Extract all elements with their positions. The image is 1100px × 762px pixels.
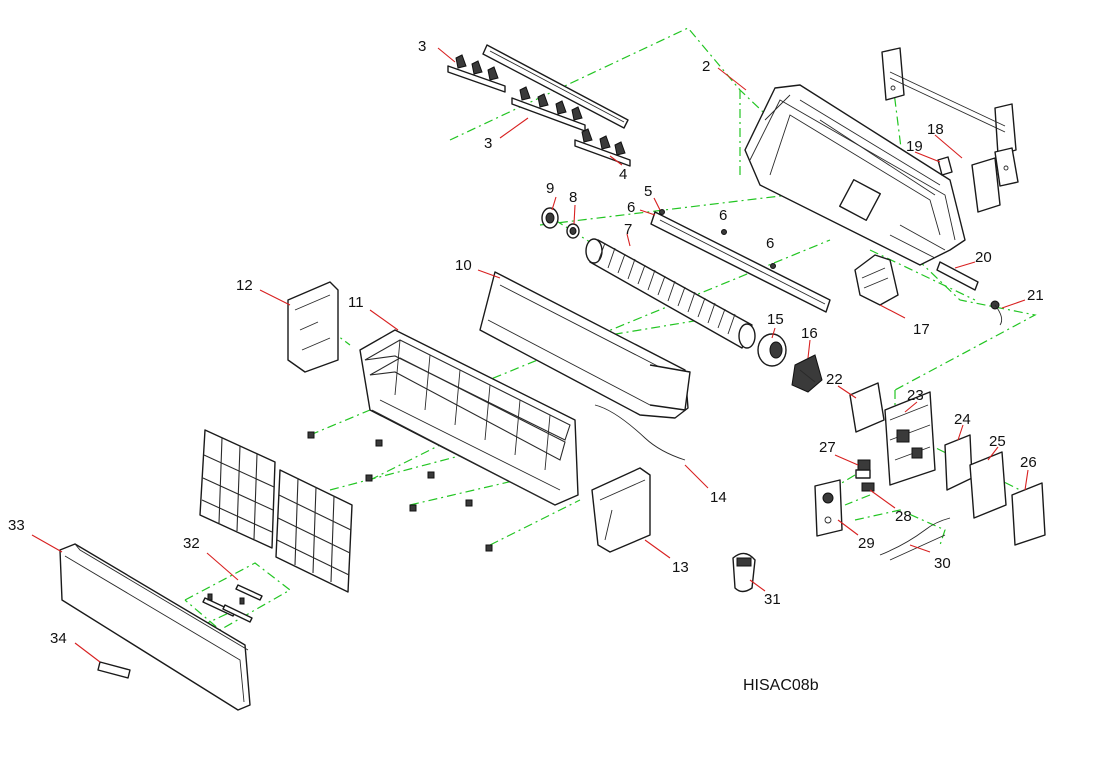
part-sensor-21 (990, 300, 1003, 326)
callout-9: 9 (546, 180, 554, 197)
leader-lines (31, 47, 1029, 663)
part-bearing-9 (541, 207, 559, 229)
callout-13: 13 (672, 559, 689, 576)
callout-22: 22 (826, 371, 843, 388)
part-wire-30 (879, 517, 951, 561)
callout-34: 34 (50, 630, 67, 647)
diagram-code: HISAC08b (743, 677, 819, 694)
part-pipe-20 (936, 261, 979, 291)
callout-27: 27 (819, 439, 836, 456)
part-pcb-24 (944, 434, 973, 491)
callout-21: 21 (1027, 287, 1044, 304)
callout-31: 31 (764, 591, 781, 608)
callout-3-bottom: 3 (484, 135, 492, 152)
part-bracket-19 (937, 156, 953, 176)
part-front-panel (59, 543, 251, 711)
callout-32: 32 (183, 535, 200, 552)
callout-4: 4 (619, 166, 627, 183)
callout-26: 26 (1020, 454, 1037, 471)
part-electric-box-23 (884, 391, 936, 486)
part-side-bracket (854, 254, 899, 306)
part-drain-pan (479, 271, 691, 419)
part-fan-motor (757, 333, 787, 367)
part-left-side-cover (287, 281, 339, 373)
part-right-side-cover (591, 467, 651, 553)
part-air-filter-left (199, 429, 276, 549)
part-chassis (744, 84, 966, 266)
part-clip-28 (861, 482, 875, 492)
callout-7: 7 (624, 221, 632, 238)
part-louver-assembly (447, 44, 631, 167)
part-electric-box-cover-22 (849, 382, 885, 433)
part-front-frame (359, 329, 579, 506)
callout-17: 17 (913, 321, 930, 338)
callout-15: 15 (767, 311, 784, 328)
callout-19: 19 (906, 138, 923, 155)
part-bracket-18 (971, 157, 1001, 213)
part-terminal-27 (855, 459, 871, 479)
callout-29: 29 (858, 535, 875, 552)
part-small-louvers (202, 584, 263, 623)
callout-33: 33 (8, 517, 25, 534)
part-cable (594, 404, 686, 461)
screws (307, 431, 493, 552)
part-evaporator-bar (650, 209, 831, 313)
callout-6-b: 6 (719, 207, 727, 224)
callout-10: 10 (455, 257, 472, 274)
part-cross-flow-fan (585, 238, 756, 349)
part-bearing-8 (566, 223, 580, 239)
callout-2: 2 (702, 58, 710, 75)
callout-20: 20 (975, 249, 992, 266)
callout-16: 16 (801, 325, 818, 342)
part-remote-control (732, 552, 756, 593)
callout-28: 28 (895, 508, 912, 525)
callout-11: 11 (348, 294, 364, 311)
callout-24: 24 (954, 411, 971, 428)
part-motor-clamp (791, 354, 823, 393)
part-display-29 (814, 479, 843, 537)
callout-labels: 3 3 4 2 9 8 5 6 6 6 7 10 12 11 18 19 20 … (8, 38, 1044, 647)
callout-30: 30 (934, 555, 951, 572)
callout-12: 12 (236, 277, 253, 294)
louver-bracket-top (447, 54, 506, 93)
callout-23: 23 (907, 387, 924, 404)
callout-6-c: 6 (766, 235, 774, 252)
part-label (97, 661, 131, 679)
callout-18: 18 (927, 121, 944, 138)
callout-8: 8 (569, 189, 577, 206)
callout-6-a: 6 (627, 199, 635, 216)
callout-25: 25 (989, 433, 1006, 450)
louver-bracket-bottom (574, 128, 631, 167)
part-cover-26 (1011, 482, 1046, 546)
callout-5: 5 (644, 183, 652, 200)
part-air-filter-right (275, 469, 353, 593)
callout-14: 14 (710, 489, 727, 506)
callout-3-top: 3 (418, 38, 426, 55)
part-cover-25 (969, 451, 1007, 519)
part-mounting-plate (881, 47, 1019, 187)
